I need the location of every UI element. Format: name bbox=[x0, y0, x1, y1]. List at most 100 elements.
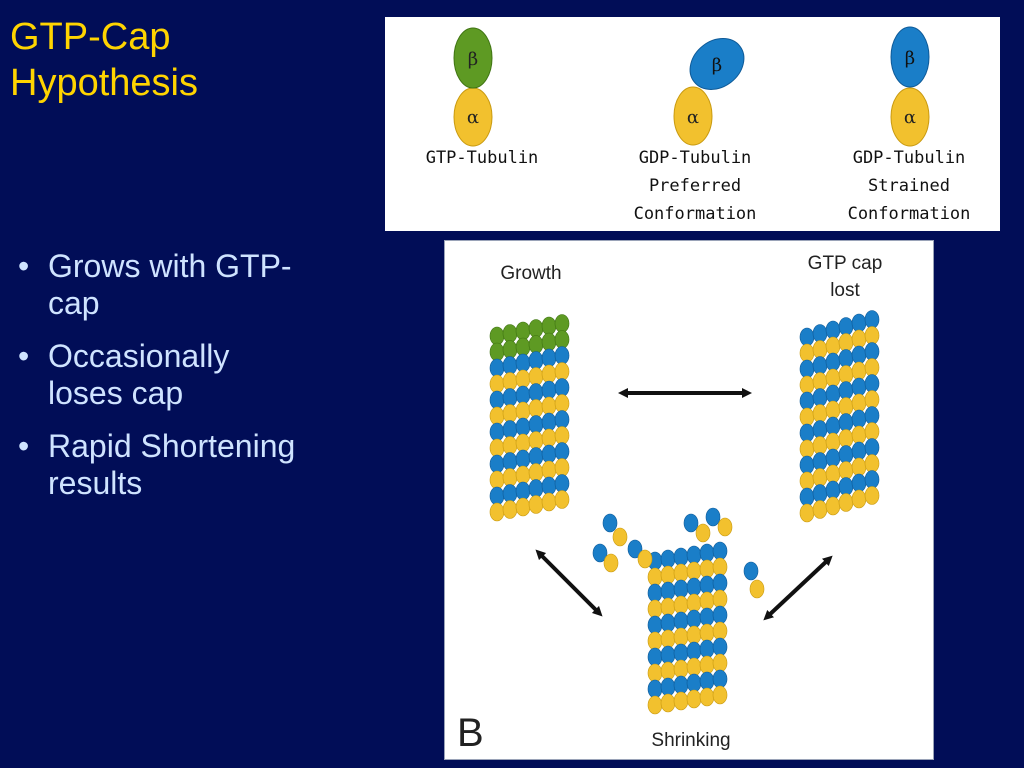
tubulin-bead bbox=[699, 623, 715, 643]
gdp-tubulin-preferred-dimer: β α bbox=[673, 38, 745, 146]
tubulin-bead bbox=[647, 599, 663, 619]
bullet-text-2b: loses cap bbox=[48, 375, 184, 411]
tubulin-bead bbox=[647, 647, 663, 667]
tubulin-bead bbox=[541, 348, 557, 368]
slide-title: GTP-Cap Hypothesis bbox=[10, 14, 198, 106]
cap-lost-label: GTP cap bbox=[808, 253, 883, 274]
tubulin-bead bbox=[712, 589, 728, 609]
shrinking-microtubule bbox=[592, 507, 765, 715]
tubulin-bead bbox=[699, 671, 715, 691]
tubulin-bead bbox=[489, 486, 505, 506]
tubulin-bead bbox=[489, 470, 505, 490]
gdp-tubulin-strained-dimer: β α bbox=[890, 26, 930, 147]
tubulin-bead bbox=[825, 368, 841, 388]
alpha-symbol: α bbox=[904, 107, 916, 128]
state-label: Conformation bbox=[634, 204, 757, 224]
beta-symbol: β bbox=[905, 48, 915, 69]
tubulin-bead bbox=[515, 353, 531, 373]
shrinking-label: Shrinking bbox=[651, 730, 730, 751]
tubulin-bead bbox=[489, 390, 505, 410]
tubulin-bead bbox=[712, 637, 728, 657]
tubulin-bead bbox=[686, 577, 702, 597]
tubulin-bead bbox=[554, 490, 570, 509]
tubulin-bead bbox=[502, 500, 518, 519]
tubulin-bead bbox=[554, 458, 570, 477]
tubulin-bead bbox=[554, 346, 570, 365]
tubulin-bead bbox=[554, 314, 570, 333]
tubulin-bead bbox=[799, 455, 815, 475]
tubulin-bead bbox=[686, 561, 702, 581]
tubulin-bead bbox=[699, 655, 715, 675]
beta-symbol: β bbox=[712, 55, 722, 76]
tubulin-bead bbox=[864, 422, 880, 441]
tubulin-bead bbox=[851, 409, 867, 429]
tubulin-bead bbox=[515, 321, 531, 341]
tubulin-bead bbox=[489, 374, 505, 394]
tubulin-bead bbox=[515, 433, 531, 453]
tubulin-bead bbox=[712, 557, 728, 577]
tubulin-bead bbox=[489, 438, 505, 458]
tubulin-bead bbox=[864, 406, 880, 425]
tubulin-bead bbox=[554, 410, 570, 429]
tubulin-bead bbox=[825, 336, 841, 356]
tubulin-bead bbox=[647, 631, 663, 651]
tubulin-bead bbox=[554, 362, 570, 381]
tubulin-bead bbox=[838, 493, 854, 512]
tubulin-bead bbox=[699, 607, 715, 627]
tubulin-bead bbox=[489, 454, 505, 474]
tubulin-bead bbox=[673, 643, 689, 663]
tubulin-bead bbox=[673, 595, 689, 615]
tubulin-bead bbox=[683, 513, 699, 533]
tubulin-bead bbox=[812, 484, 828, 503]
tubulin-bead bbox=[838, 349, 854, 368]
tubulin-bead bbox=[541, 364, 557, 384]
tubulin-bead bbox=[515, 369, 531, 389]
tubulin-bead bbox=[647, 663, 663, 683]
bullet-dot: • bbox=[18, 338, 30, 374]
tubulin-bead bbox=[515, 481, 531, 501]
tubulin-bead bbox=[864, 374, 880, 393]
tubulin-bead bbox=[489, 358, 505, 378]
tubulin-bead bbox=[612, 527, 628, 547]
cap-lost-microtubule bbox=[799, 310, 880, 523]
tubulin-bead bbox=[864, 470, 880, 489]
tubulin-bead bbox=[812, 340, 828, 359]
tubulin-bead bbox=[489, 502, 505, 522]
tubulin-bead bbox=[515, 465, 531, 485]
beta-subunit-gtp bbox=[453, 27, 493, 89]
tubulin-bead bbox=[554, 426, 570, 445]
alpha-subunit bbox=[673, 86, 713, 146]
tubulin-bead bbox=[673, 627, 689, 647]
tubulin-bead bbox=[515, 449, 531, 469]
tubulin-bead bbox=[712, 541, 728, 561]
tubulin-bead bbox=[851, 489, 867, 509]
tubulin-bead bbox=[825, 480, 841, 500]
tubulin-bead bbox=[528, 319, 544, 338]
bullet-dot: • bbox=[18, 428, 30, 464]
tubulin-bead bbox=[851, 425, 867, 445]
tubulin-bead bbox=[799, 327, 815, 347]
tubulin-bead bbox=[812, 468, 828, 487]
tubulin-bead bbox=[838, 333, 854, 352]
caplost-shrink-arrow bbox=[763, 555, 833, 621]
tubulin-bead bbox=[603, 553, 619, 573]
tubulin-bead bbox=[864, 342, 880, 361]
beta-subunit-gdp bbox=[890, 26, 930, 88]
tubulin-bead bbox=[502, 356, 518, 375]
tubulin-bead bbox=[749, 579, 765, 599]
state-label: GTP-Tubulin bbox=[426, 148, 539, 168]
tubulin-bead bbox=[812, 356, 828, 375]
tubulin-bead bbox=[851, 313, 867, 333]
tubulin-bead bbox=[851, 377, 867, 397]
tubulin-bead bbox=[686, 625, 702, 645]
tubulin-bead bbox=[660, 629, 676, 649]
tubulin-bead bbox=[825, 432, 841, 452]
bullet-text-3a: Rapid Shortening bbox=[48, 428, 296, 464]
tubulin-bead bbox=[864, 358, 880, 377]
tubulin-bead bbox=[812, 372, 828, 391]
tubulin-bead bbox=[851, 393, 867, 413]
tubulin-bead bbox=[812, 500, 828, 519]
tubulin-bead bbox=[851, 473, 867, 493]
tubulin-bead bbox=[699, 559, 715, 579]
tubulin-bead bbox=[799, 423, 815, 443]
